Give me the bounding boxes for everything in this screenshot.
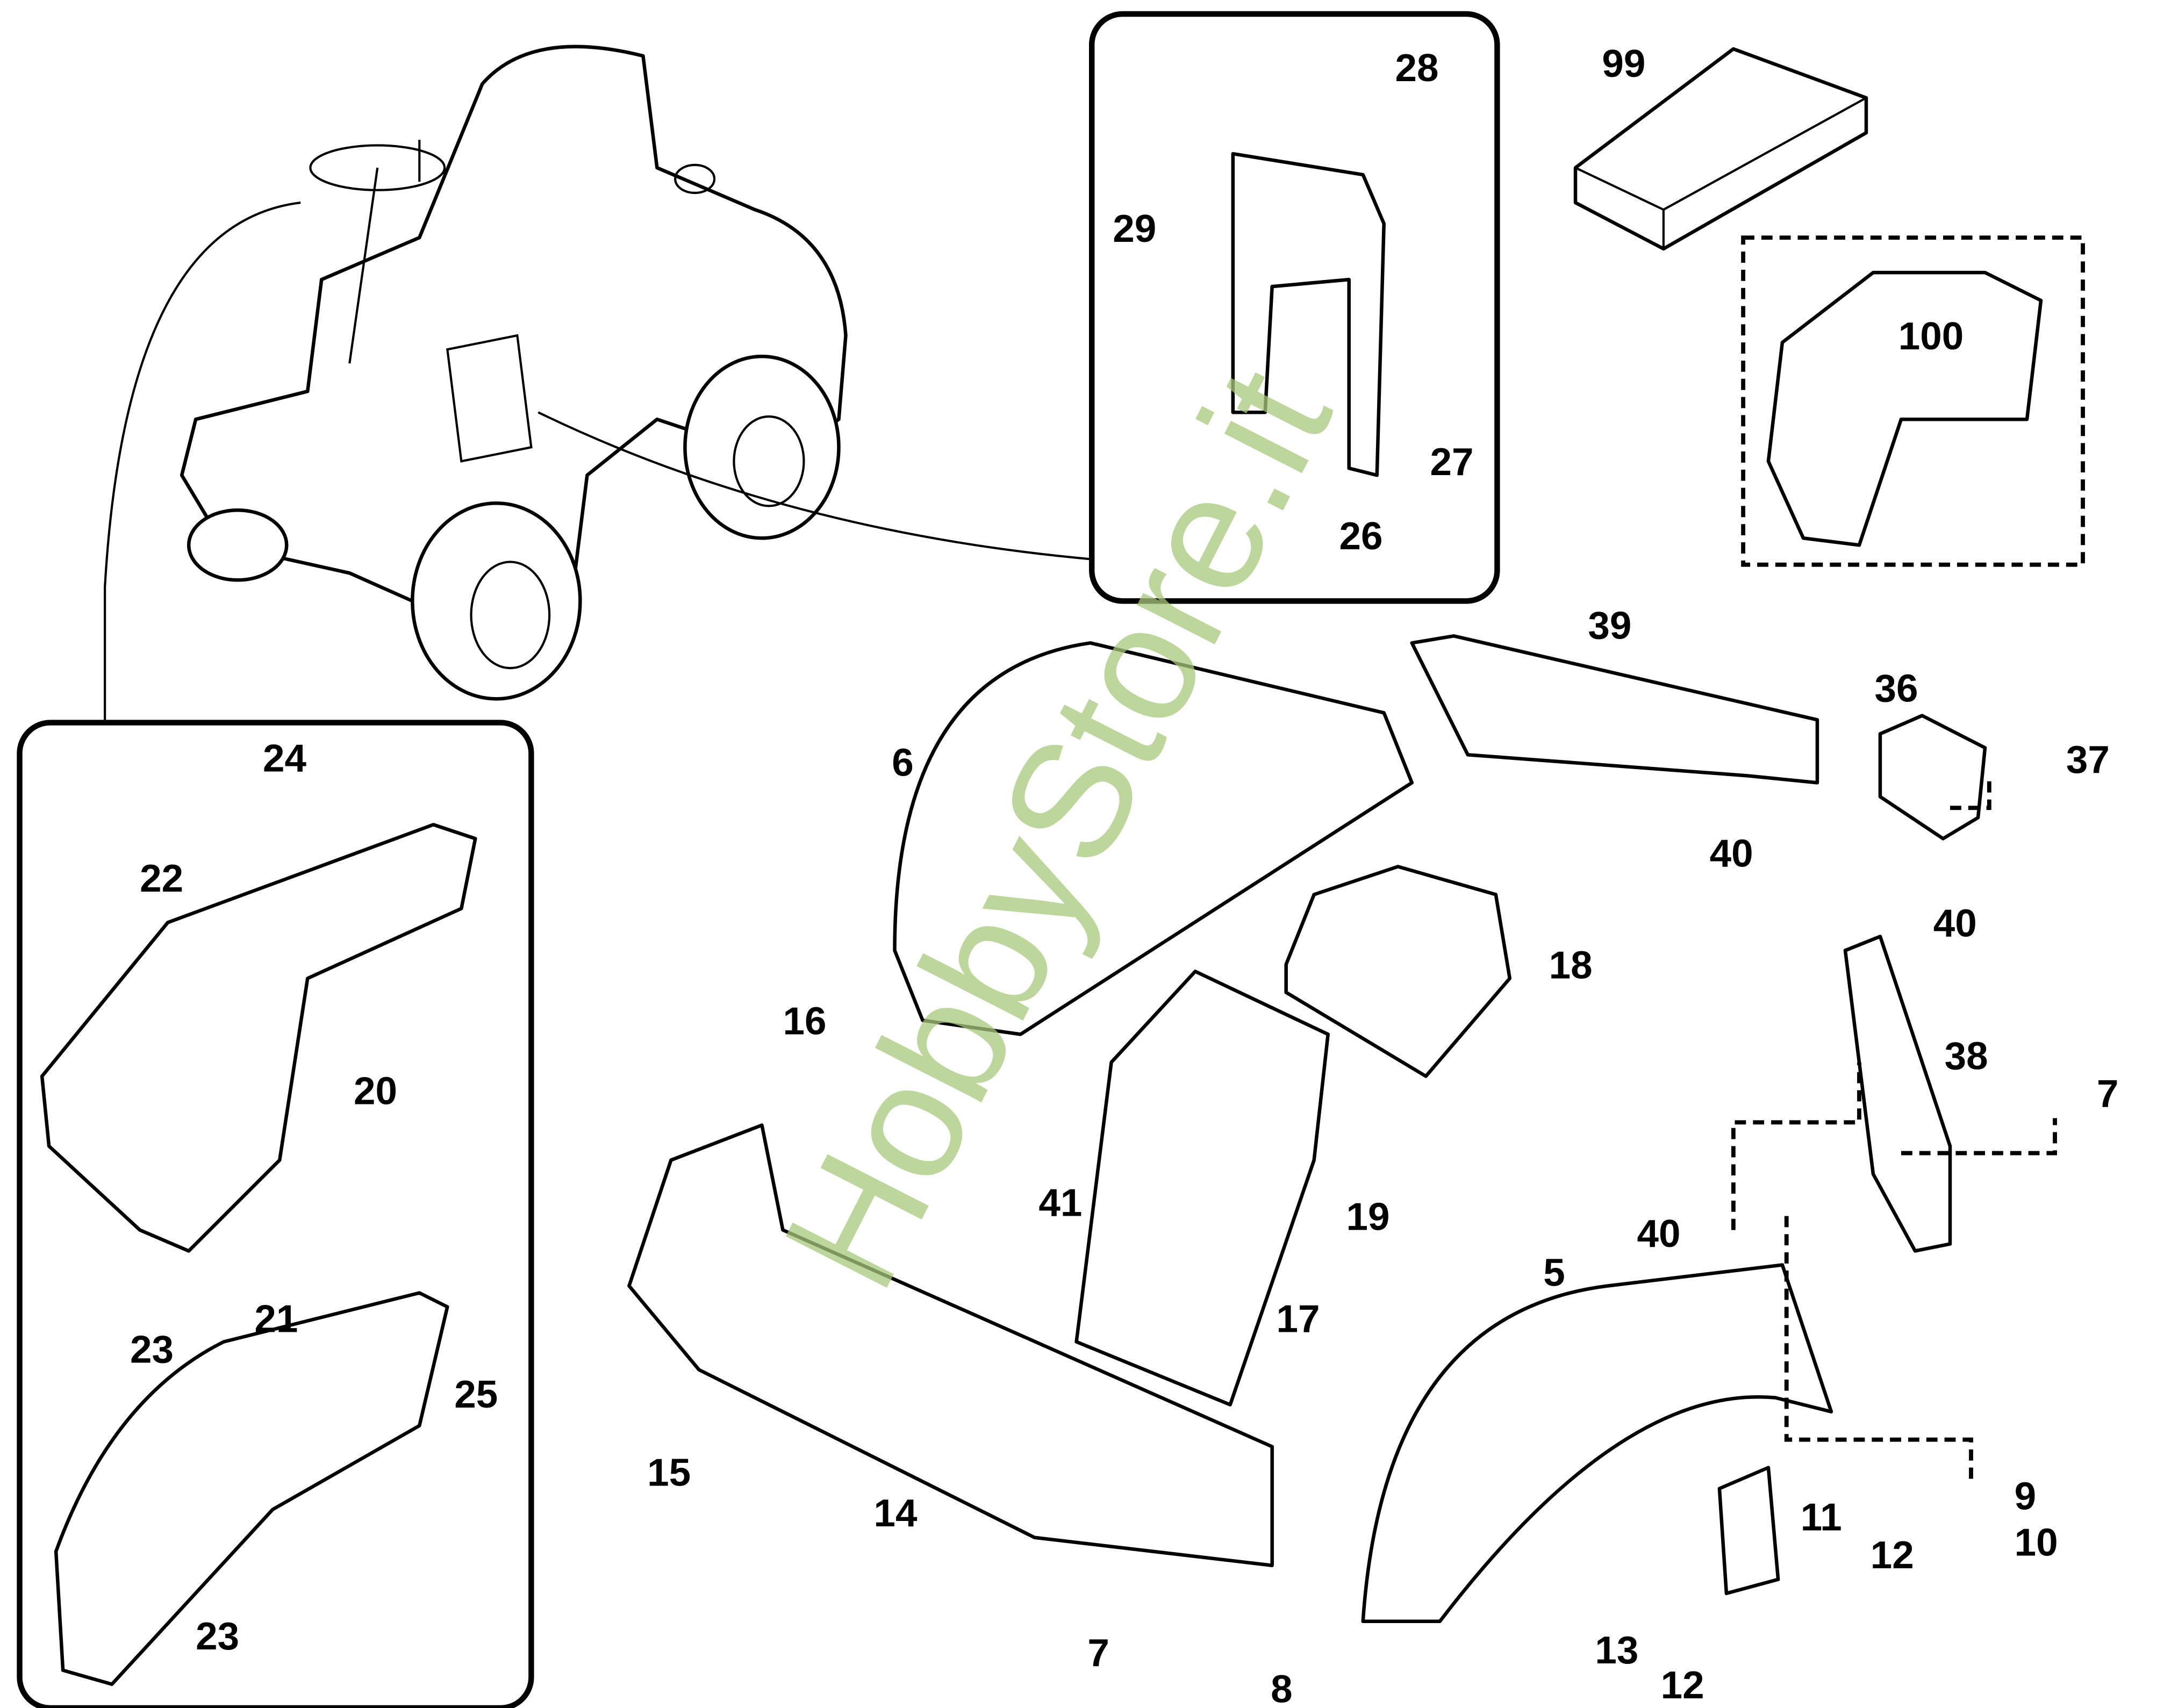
part-label: 38 [1945, 1035, 1988, 1078]
part-label: 9 [2015, 1475, 2037, 1518]
part-label: 7 [1087, 1631, 1109, 1675]
part-label: 20 [354, 1070, 397, 1113]
part-label: 36 [1875, 667, 1918, 711]
part-label: 11 [1801, 1496, 1842, 1539]
part-label: 100 [1898, 314, 1964, 358]
part-label: 17 [1276, 1297, 1320, 1340]
part-labels: 28 29 27 26 99 100 39 36 37 40 6 16 18 4… [130, 42, 2119, 1708]
part-22-side-panel [40, 823, 477, 1253]
callout-arrow [104, 202, 301, 720]
part-14-bumper [627, 1123, 1274, 1567]
part-label: 16 [783, 999, 826, 1043]
part-label: 40 [1637, 1212, 1680, 1255]
part-label: 6 [892, 741, 914, 784]
part-label: 39 [1588, 604, 1631, 647]
part-38-rail [1843, 935, 1952, 1253]
part-18-cowl [1284, 865, 1512, 1078]
part-label: 40 [1710, 831, 1753, 875]
optional-kit-box [1741, 235, 2085, 567]
part-label: 37 [2066, 738, 2110, 781]
part-21-side-panel [54, 1291, 449, 1687]
part-36-cover [1878, 714, 1987, 841]
part-label: 12 [1871, 1533, 1914, 1577]
tractor-illustration [180, 45, 848, 701]
detail-panel-top [1089, 11, 1500, 604]
assembly-line [1784, 1216, 1973, 1482]
part-label: 5 [1543, 1251, 1565, 1295]
part-label: 22 [140, 857, 183, 900]
part-label: 8 [1271, 1668, 1293, 1708]
part-label: 26 [1339, 514, 1383, 558]
part-5-fender [1361, 1263, 1833, 1624]
part-label: 41 [1038, 1181, 1082, 1225]
part-17-console [1074, 970, 1330, 1406]
part-label: 18 [1549, 943, 1593, 987]
part-label: 19 [1346, 1195, 1390, 1239]
part-label: 28 [1395, 46, 1439, 90]
part-6-fender [893, 641, 1414, 1036]
assembly-line [1950, 776, 1991, 810]
part-label: 7 [2097, 1072, 2119, 1116]
part-label: 21 [254, 1297, 298, 1340]
part-label: 14 [874, 1491, 918, 1535]
part-label: 27 [1430, 440, 1474, 484]
part-label: 10 [2015, 1521, 2058, 1565]
part-label: 99 [1602, 42, 1645, 85]
detail-panel-left [17, 720, 534, 1708]
part-label: 12 [1661, 1663, 1704, 1707]
part-label: 23 [130, 1328, 174, 1372]
part-label: 13 [1595, 1628, 1638, 1672]
part-label: 24 [263, 737, 306, 780]
callout-arrow [538, 411, 1091, 561]
part-26-bracket [1231, 152, 1386, 477]
part-39-panel [1410, 634, 1819, 785]
part-99-kit [1573, 47, 1868, 251]
assembly-line [1901, 1118, 2057, 1156]
part-label: 25 [454, 1373, 498, 1416]
part-label: 40 [1933, 901, 1977, 945]
part-11-bracket [1717, 1466, 1780, 1595]
part-100-assembly [1766, 270, 2043, 547]
assembly-line [1731, 1062, 1861, 1230]
part-label: 15 [647, 1451, 691, 1494]
part-label: 29 [1113, 207, 1156, 250]
part-label: 23 [196, 1614, 239, 1658]
